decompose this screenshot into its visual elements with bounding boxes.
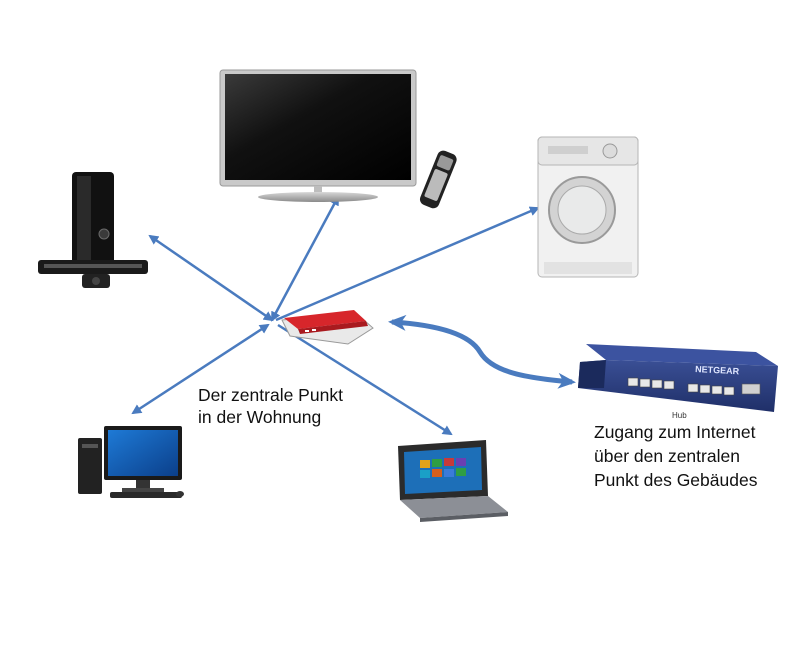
arrow-to-washing-machine (275, 206, 540, 322)
tv-icon (219, 69, 457, 209)
laptop-icon (398, 440, 508, 522)
switch-ports (627, 377, 735, 396)
center-point-label: Der zentrale Punkt in der Wohnung (198, 384, 343, 428)
center-point-label-line-2: in der Wohnung (198, 407, 322, 427)
connection-arrows (131, 195, 540, 436)
hub-small-label: Hub (672, 411, 687, 420)
internet-access-label-line-2: über den zentralen (594, 446, 740, 466)
router-icon (281, 310, 374, 345)
internet-access-label-line-1: Zugang zum Internet (594, 422, 756, 442)
game-console-icon (38, 172, 148, 288)
remote-control-icon (419, 150, 457, 209)
windows-tiles (420, 458, 466, 478)
arrow-to-desktop (131, 323, 270, 415)
washing-machine-icon (537, 136, 639, 278)
arrow-to-tv (270, 195, 340, 322)
desktop-computer-icon (78, 426, 184, 498)
center-point-label-line-1: Der zentrale Punkt (198, 385, 343, 405)
arrow-to-console (148, 234, 274, 322)
arrow-to-laptop (277, 323, 453, 436)
arrow-router-to-switch (388, 314, 576, 389)
network-switch-icon: NETGEAR (578, 344, 778, 412)
switch-brand-label: NETGEAR (695, 364, 740, 376)
internet-access-label-line-3: Punkt des Gebäudes (594, 470, 758, 490)
internet-access-label: Zugang zum Internet über den zentralen P… (594, 420, 757, 492)
